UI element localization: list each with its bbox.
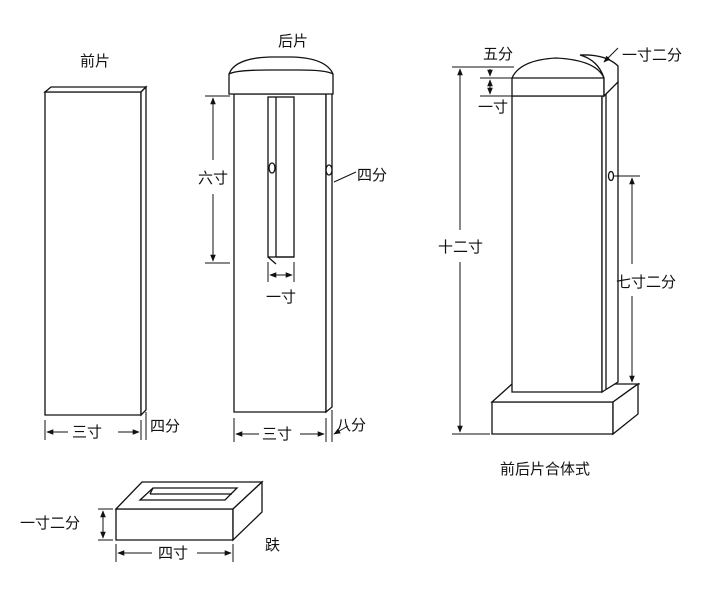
combined-cap-depth-arrow xyxy=(603,47,619,63)
front-piece-title: 前片 xyxy=(80,52,110,70)
back-piece-slot xyxy=(267,96,295,258)
combined-cap-depth-label: 一寸二分 xyxy=(622,46,682,64)
front-piece-top xyxy=(43,86,148,93)
back-thickness-arrow xyxy=(333,425,349,435)
combined-assembly: 十二寸 五分 一寸 一寸二分 七寸二分 前后片合体式 xyxy=(438,45,682,478)
base-socket-inner xyxy=(149,487,154,495)
base-width-label: 四寸 xyxy=(158,544,188,562)
back-hole-leader xyxy=(333,171,357,183)
base-title: 趺 xyxy=(265,536,280,554)
combined-base-front xyxy=(491,401,614,435)
combined-body-side xyxy=(601,80,619,394)
back-piece-cap xyxy=(228,56,334,95)
combined-offset-label: 一寸 xyxy=(478,98,508,116)
back-slot-width-label: 一寸 xyxy=(266,288,296,306)
back-piece: 后片 六寸 一寸 四分 三寸 八分 xyxy=(198,32,387,443)
back-hole-label: 四分 xyxy=(357,166,387,184)
combined-total-height-label: 十二寸 xyxy=(438,238,483,256)
combined-lower-height-label: 七寸二分 xyxy=(616,273,676,291)
combined-cap-front xyxy=(511,57,605,97)
combined-title: 前后片合体式 xyxy=(500,460,590,478)
back-piece-title: 后片 xyxy=(278,32,308,50)
front-thickness-label: 四分 xyxy=(150,417,180,435)
base-side-face xyxy=(232,480,263,542)
combined-body-front xyxy=(511,95,603,393)
front-piece-face xyxy=(44,91,142,416)
front-width-label: 三寸 xyxy=(72,423,102,441)
back-piece-hole-right xyxy=(325,164,333,176)
back-piece-slot-bottom-edge xyxy=(267,256,277,265)
back-slot-height-label: 六寸 xyxy=(198,169,228,187)
combined-hole xyxy=(607,170,615,182)
base-height-label: 一寸二分 xyxy=(20,514,80,532)
back-piece-cap-edge xyxy=(228,69,334,75)
front-piece: 前片 三寸 四分 xyxy=(43,52,180,441)
combined-cap-height-label: 五分 xyxy=(483,45,513,63)
back-piece-hole-left xyxy=(268,162,276,174)
back-width-label: 三寸 xyxy=(262,425,292,443)
back-thickness-label: 八分 xyxy=(336,416,366,434)
back-piece-side xyxy=(325,88,333,414)
front-piece-side xyxy=(140,85,147,417)
combined-cap-side xyxy=(579,54,619,98)
combined-base-side xyxy=(612,382,639,436)
base-piece: 趺 一寸二分 四寸 xyxy=(20,480,280,562)
base-front-face xyxy=(115,508,234,541)
